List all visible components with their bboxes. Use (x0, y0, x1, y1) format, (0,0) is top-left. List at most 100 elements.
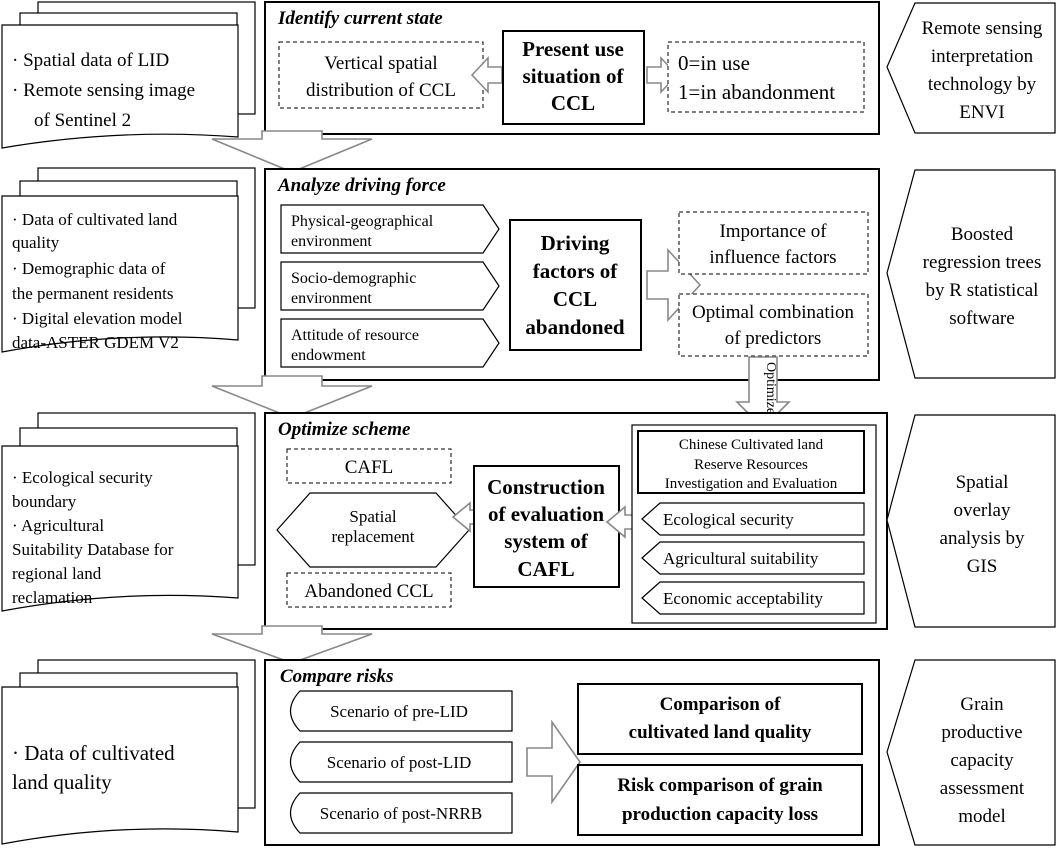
flow-arrow-1-2 (211, 130, 373, 173)
stage-4-tool-line-3: capacity (950, 750, 1014, 771)
svg-text:Investigation and Evaluation: Investigation and Evaluation (665, 476, 838, 492)
stage-1-left-line-2: distribution of CCL (306, 80, 456, 101)
svg-text:Scenario of post-NRRB: Scenario of post-NRRB (320, 804, 482, 823)
stage-3-tool-line-1: Spatial (956, 472, 1009, 493)
svg-text:Scenario of pre-LID: Scenario of pre-LID (330, 702, 468, 721)
stage-1: · Spatial data of LID · Remote sensing i… (1, 1, 1056, 149)
stage-4-arrow-right (526, 719, 581, 805)
svg-text:environment: environment (291, 290, 372, 307)
stage-4-scenario-post-nrrb: Scenario of post-NRRB (289, 792, 513, 834)
stage-3-cafl-box (286, 448, 452, 484)
stage-3-cafl-label: CAFL (345, 457, 394, 478)
stage-2-data-line-5: · Digital elevation model (12, 309, 183, 328)
stage-2-data-line-3: · Demographic data of (12, 259, 166, 278)
stage-1-left-box (278, 41, 484, 109)
stage-2-center-line-1: Driving (541, 231, 610, 255)
stage-3-center-line-1: Construction (487, 475, 605, 499)
stage-4: · Data of cultivated land quality Compar… (1, 659, 1056, 846)
stage-2-tool-line-3: by R statistical (926, 280, 1039, 301)
svg-text:replacement: replacement (331, 527, 414, 546)
svg-text:influence factors: influence factors (709, 247, 836, 268)
svg-text:Attitude of resource: Attitude of resource (291, 327, 419, 344)
stage-3-tool-box (886, 414, 1056, 628)
stage-3-data-line-4: Suitability Database for (12, 540, 174, 559)
stage-2-data-line-6: data-ASTER GDEM V2 (12, 333, 179, 352)
stage-4-scenario-pre-lid: Scenario of pre-LID (289, 690, 513, 732)
stage-1-data-document: · Spatial data of LID · Remote sensing i… (1, 1, 256, 149)
stage-3-data-line-3: · Agricultural (12, 516, 104, 535)
stage-2-factor-2: Socio-demographic environment (280, 261, 500, 311)
stage-3-tool-line-2: overlay (954, 500, 1011, 521)
stage-4-result-2 (577, 764, 863, 836)
stage-4-tool-line-4: assessment (940, 778, 1025, 799)
stage-1-data-line-1: · Spatial data of LID (12, 50, 169, 71)
stage-2-data-line-4: the permanent residents (12, 284, 173, 303)
stage-4-tool-line-5: model (958, 806, 1006, 827)
svg-text:Optimal combination: Optimal combination (692, 302, 855, 323)
stage-2-data-document: · Data of cultivated land quality · Demo… (1, 167, 256, 353)
stage-3-abandoned-label: Abandoned CCL (304, 581, 433, 602)
stage-3-reserve-box (637, 430, 865, 494)
svg-text:Economic acceptability: Economic acceptability (663, 589, 824, 608)
svg-text:Scenario of post-LID: Scenario of post-LID (327, 753, 471, 772)
stage-1-center-line-3: CCL (551, 91, 595, 115)
stage-3-title: Optimize scheme (278, 419, 411, 440)
stage-1-data-line-3: of Sentinel 2 (34, 110, 131, 131)
svg-text:Importance of: Importance of (719, 221, 827, 242)
svg-text:production capacity loss: production capacity loss (622, 804, 818, 825)
stage-2-tool-line-4: software (949, 308, 1014, 329)
svg-text:Comparison of: Comparison of (660, 694, 782, 715)
optimize-arrow: Optimize (735, 356, 791, 430)
stage-1-right-line-1: 0=in use (678, 51, 750, 75)
stage-2-factor-1: Physical-geographical environment (280, 204, 500, 254)
stage-2-data-line-1: · Data of cultivated land (12, 210, 178, 229)
stage-3-data-document: · Ecological security boundary · Agricul… (1, 412, 256, 612)
stage-2-tool-box (886, 169, 1056, 379)
stage-1-left-line-1: Vertical spatial (324, 53, 437, 74)
svg-text:Socio-demographic: Socio-demographic (291, 270, 416, 287)
stage-1-center-box (502, 30, 645, 125)
stage-3-criterion-economic: Economic acceptability (641, 581, 865, 615)
stage-2-data-line-2: quality (12, 233, 60, 252)
stage-1-title: Identify current state (277, 8, 443, 29)
stage-3-center-line-3: system of (504, 529, 588, 553)
stage-1-center-line-1: Present use (522, 37, 624, 61)
stage-4-title: Compare risks (280, 666, 394, 687)
stage-2-center-line-2: factors of (533, 259, 619, 283)
svg-text:of predictors: of predictors (725, 328, 822, 349)
stage-1-tool-line-1: Remote sensing (922, 18, 1043, 39)
svg-text:Physical-geographical: Physical-geographical (291, 213, 434, 230)
stage-3-tool-line-4: GIS (967, 556, 998, 577)
stage-2-output-2 (678, 293, 869, 357)
stage-4-tool-line-1: Grain (960, 694, 1004, 715)
stage-2-tool-line-1: Boosted (951, 224, 1014, 245)
stage-1-data-line-2: · Remote sensing image (12, 80, 195, 101)
stage-4-result-1 (577, 683, 863, 755)
stage-3-abandoned-box (286, 572, 452, 608)
stage-3-data-line-5: regional land (12, 564, 102, 583)
stage-3-data-line-2: boundary (12, 492, 77, 511)
stage-4-tool-line-2: productive (941, 722, 1022, 743)
optimize-label: Optimize (763, 362, 778, 414)
stage-2: · Data of cultivated land quality · Demo… (1, 167, 1056, 381)
stage-4-data-document: · Data of cultivated land quality (1, 659, 256, 845)
stage-1-tool-line-2: interpretation (931, 46, 1034, 67)
stage-2-center-box (509, 219, 642, 351)
stage-3-center-line-2: of evaluation (488, 502, 604, 526)
svg-text:Agricultural suitability: Agricultural suitability (663, 549, 819, 568)
svg-text:endowment: endowment (291, 347, 366, 364)
svg-text:Spatial: Spatial (349, 507, 396, 526)
stage-3-criterion-agricultural: Agricultural suitability (641, 541, 865, 575)
svg-text:cultivated land quality: cultivated land quality (629, 722, 812, 743)
stage-2-title: Analyze driving force (277, 175, 446, 196)
stage-1-tool-line-3: technology by (928, 74, 1037, 95)
flow-arrow-2-3 (211, 375, 373, 419)
stage-3-data-line-1: · Ecological security (12, 468, 153, 487)
stage-2-tool-line-2: regression trees (923, 252, 1042, 273)
stage-4-scenario-post-lid: Scenario of post-LID (289, 741, 513, 783)
stage-1-tool-line-4: ENVI (959, 102, 1004, 123)
stage-1-tool-box (886, 2, 1056, 134)
stage-3-tool-line-3: analysis by (940, 528, 1025, 549)
stage-3-center-box (473, 465, 620, 588)
stage-3-data-line-6: reclamation (12, 588, 93, 607)
